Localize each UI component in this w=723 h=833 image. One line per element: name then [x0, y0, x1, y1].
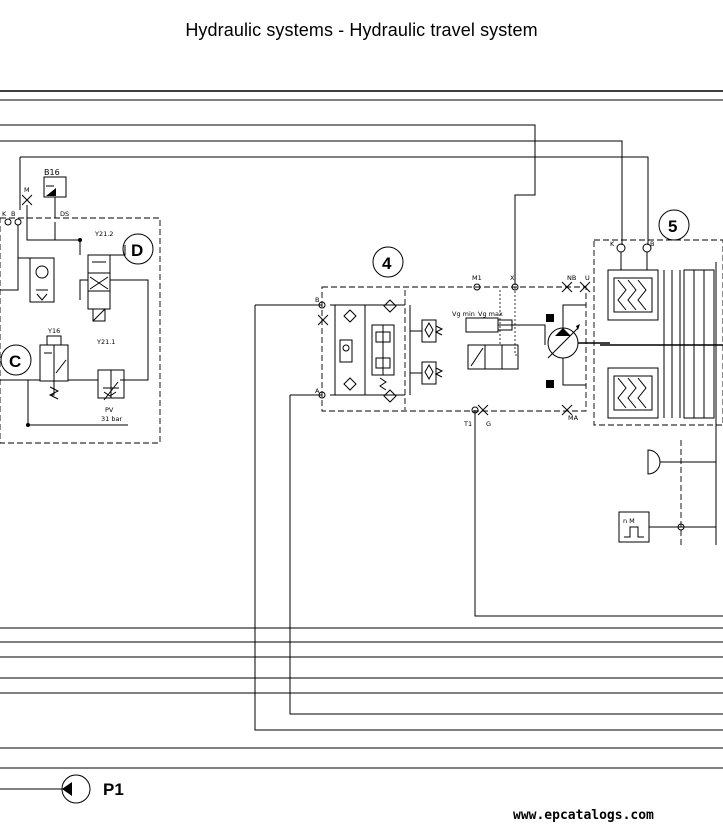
- pump-p1: [0, 774, 91, 804]
- pressure-valve-pv: PV 31 bar: [97, 369, 125, 423]
- check-valves: [330, 299, 405, 403]
- pilot-lines: [0, 124, 649, 285]
- label-y21-2: Y21.2: [94, 230, 113, 238]
- displacement-control: [465, 287, 546, 370]
- label-pv-value: 31 bar: [101, 415, 122, 423]
- test-port-m: M: [21, 186, 33, 218]
- label-nm: n M: [623, 517, 635, 525]
- motor-control-block-4: [321, 286, 587, 412]
- svg-text:D: D: [131, 241, 143, 260]
- label-ds: DS: [60, 210, 69, 218]
- label-ma: MA: [568, 414, 579, 422]
- label-u: U: [585, 274, 590, 282]
- label-port-a: A: [315, 387, 320, 395]
- sensor-b16: B16: [43, 168, 67, 218]
- label-b-right: B: [650, 240, 654, 248]
- solenoid-valve-y16: Y16: [39, 327, 69, 400]
- watermark: www.epcatalogs.com: [513, 808, 654, 823]
- label-m: M: [24, 186, 30, 194]
- label-t1: T1: [463, 420, 472, 428]
- label-port-b: B: [315, 296, 319, 304]
- label-nb: NB: [567, 274, 576, 282]
- label-k-right: K: [610, 240, 615, 248]
- svg-text:C: C: [9, 352, 21, 371]
- label-x: X: [510, 274, 515, 282]
- svg-text:4: 4: [382, 254, 392, 273]
- relief-valves: [409, 305, 444, 395]
- shuttle-valve: [29, 257, 55, 303]
- label-k-left: K: [2, 210, 7, 218]
- label-b16: B16: [44, 168, 60, 177]
- label-y16: Y16: [47, 327, 60, 335]
- label-vg-min: Vg min: [452, 310, 475, 318]
- speed-sensor: n M: [618, 440, 716, 545]
- flushing-valve: [339, 324, 395, 391]
- callout-5: [658, 209, 690, 241]
- label-b-left: B: [11, 210, 15, 218]
- valve-block-d-c: [0, 217, 161, 444]
- callout-4: [372, 246, 404, 278]
- label-pv: PV: [105, 406, 114, 414]
- bus-lines: [0, 305, 723, 769]
- label-vg-max: Vg max: [478, 310, 503, 318]
- callout-c: [0, 344, 32, 376]
- label-g: G: [486, 420, 491, 428]
- hydraulic-motor: [546, 304, 610, 388]
- gearbox-block-5: [593, 239, 723, 426]
- solenoid-valve-y21: Y21.2 Y21.1: [87, 230, 126, 346]
- label-y21-1: Y21.1: [96, 338, 115, 346]
- page-title: Hydraulic systems - Hydraulic travel sys…: [185, 20, 538, 40]
- svg-text:5: 5: [668, 217, 677, 236]
- label-p1: P1: [103, 780, 124, 799]
- brake-units: [607, 252, 659, 419]
- callout-d: [122, 233, 154, 265]
- label-m1: M1: [472, 274, 482, 282]
- gear-train: [600, 262, 723, 545]
